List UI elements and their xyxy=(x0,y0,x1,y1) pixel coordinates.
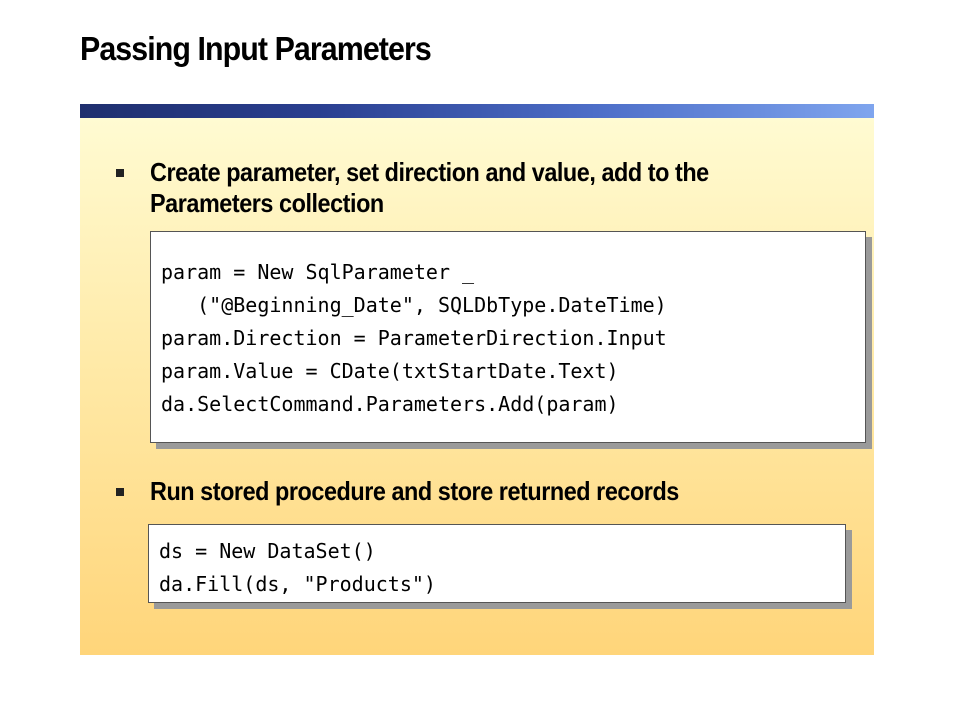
code-line: param.Direction = ParameterDirection.Inp… xyxy=(161,326,667,350)
code-line: ("@Beginning_Date", SQLDbType.DateTime) xyxy=(161,293,667,317)
bullet-square-icon xyxy=(116,169,124,177)
bullet-text-line: Create parameter, set direction and valu… xyxy=(150,157,709,187)
bullet-create-parameter: Create parameter, set direction and valu… xyxy=(150,157,834,219)
code-block-dataset: ds = New DataSet() da.Fill(ds, "Products… xyxy=(148,524,846,603)
bullet-text-line: Parameters collection xyxy=(150,188,384,218)
code-line: ds = New DataSet() xyxy=(159,539,376,563)
code-line: param.Value = CDate(txtStartDate.Text) xyxy=(161,359,619,383)
bullet-run-stored-procedure: Run stored procedure and store returned … xyxy=(150,476,834,507)
code-line: da.Fill(ds, "Products") xyxy=(159,572,436,596)
code-block-parameter: param = New SqlParameter _ ("@Beginning_… xyxy=(150,231,866,443)
bullet-square-icon xyxy=(116,488,124,496)
bullet-text-line: Run stored procedure and store returned … xyxy=(150,476,679,506)
slide-title: Passing Input Parameters xyxy=(80,30,432,67)
code-line: param = New SqlParameter _ xyxy=(161,260,475,284)
title-underline-bar xyxy=(80,104,874,118)
code-line: da.SelectCommand.Parameters.Add(param) xyxy=(161,392,619,416)
